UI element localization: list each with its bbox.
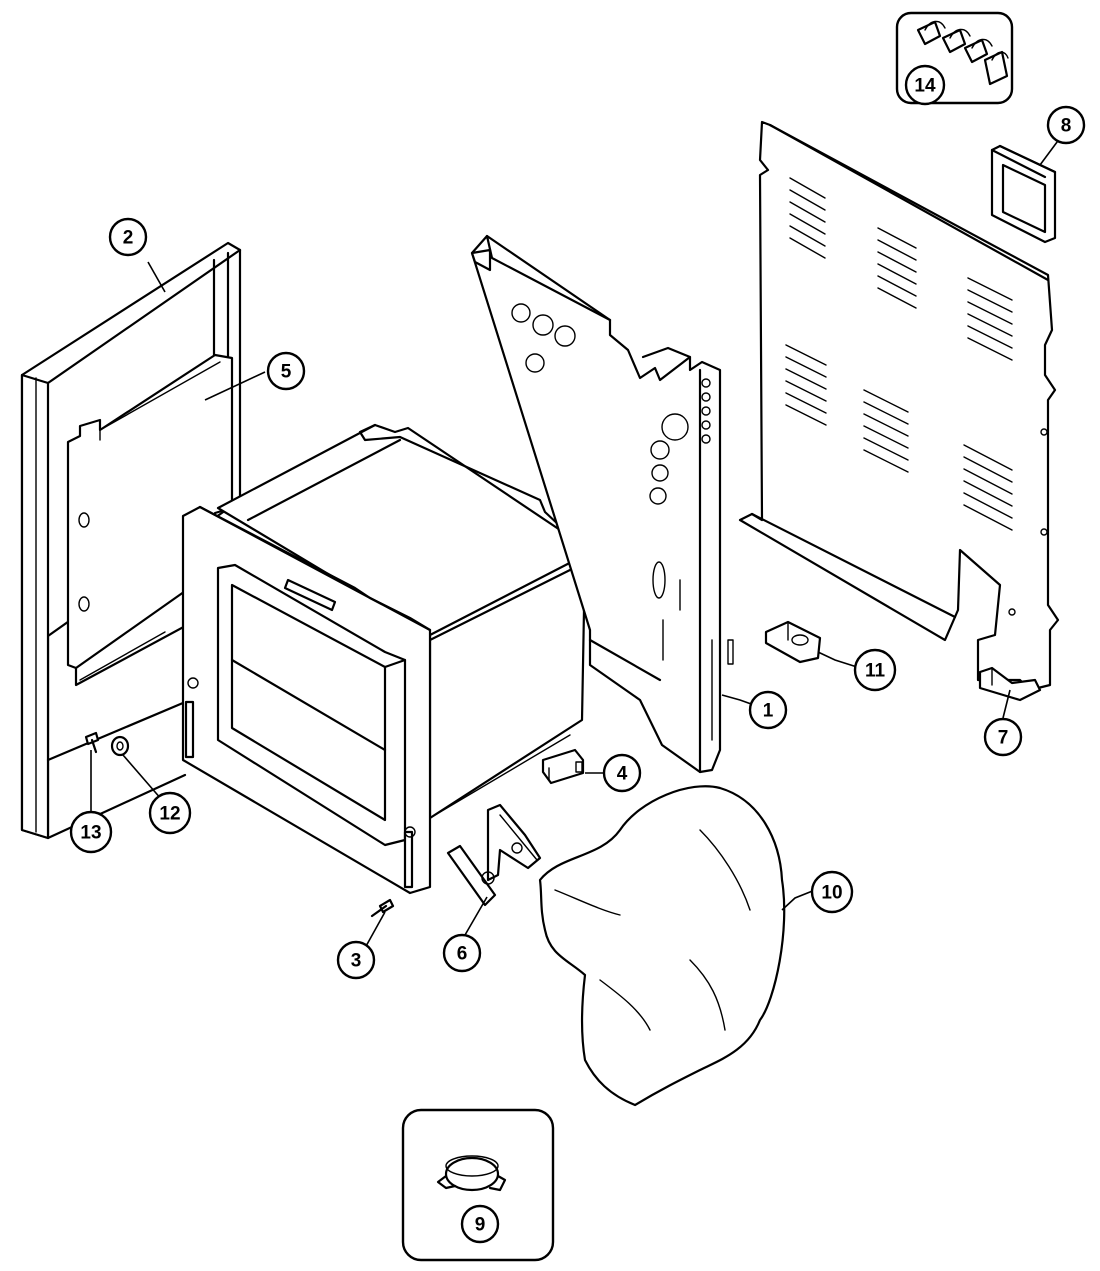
- callout-11: 11: [853, 648, 897, 692]
- callout-2-label: 2: [123, 228, 134, 249]
- callout-10-label: 10: [821, 883, 842, 904]
- callout-6-label: 6: [457, 944, 468, 965]
- part-7-bracket: [978, 666, 1042, 702]
- callout-3: 3: [336, 940, 376, 980]
- callout-1-label: 1: [763, 701, 774, 722]
- callout-13-label: 13: [80, 823, 101, 844]
- callout-8: 8: [1046, 105, 1086, 145]
- callout-4-label: 4: [617, 764, 628, 785]
- oven-cavity-box: [216, 423, 587, 820]
- vent-slots: [785, 177, 1013, 531]
- callout-14-label: 14: [914, 76, 936, 97]
- callout-5: 5: [266, 351, 306, 391]
- callout-3-label: 3: [351, 951, 362, 972]
- callout-7-label: 7: [998, 728, 1009, 749]
- callout-4: 4: [602, 753, 642, 793]
- part-1-side-panel: [470, 234, 734, 774]
- part-5-inner-panel: [66, 353, 234, 687]
- part-10-insulation: [538, 785, 786, 1107]
- part-12-grommet: [110, 735, 130, 757]
- callout-9: 9: [460, 1204, 500, 1244]
- oven-front-frame: [181, 505, 432, 895]
- inset-part-9: [401, 1108, 555, 1262]
- part-4-bracket: [541, 748, 585, 785]
- part-8-frame: [990, 144, 1057, 244]
- callout-9-label: 9: [475, 1215, 486, 1236]
- part-3-screw: [370, 898, 395, 918]
- part-11-bracket: [764, 620, 822, 664]
- callout-8-label: 8: [1061, 116, 1072, 137]
- callout-12: 12: [148, 791, 192, 835]
- part-13-screw: [84, 731, 100, 754]
- callout-7: 7: [983, 717, 1023, 757]
- callout-6: 6: [442, 933, 482, 973]
- callout-13: 13: [69, 810, 113, 854]
- callout-12-label: 12: [159, 804, 180, 825]
- callout-1: 1: [748, 690, 788, 730]
- callout-10: 10: [810, 870, 854, 914]
- callout-11-label: 11: [865, 661, 886, 682]
- callout-2: 2: [108, 217, 148, 257]
- back-panel: [738, 120, 1060, 692]
- callout-14: 14: [904, 64, 946, 106]
- callout-5-label: 5: [281, 362, 292, 383]
- part-6-hinge: [446, 803, 542, 907]
